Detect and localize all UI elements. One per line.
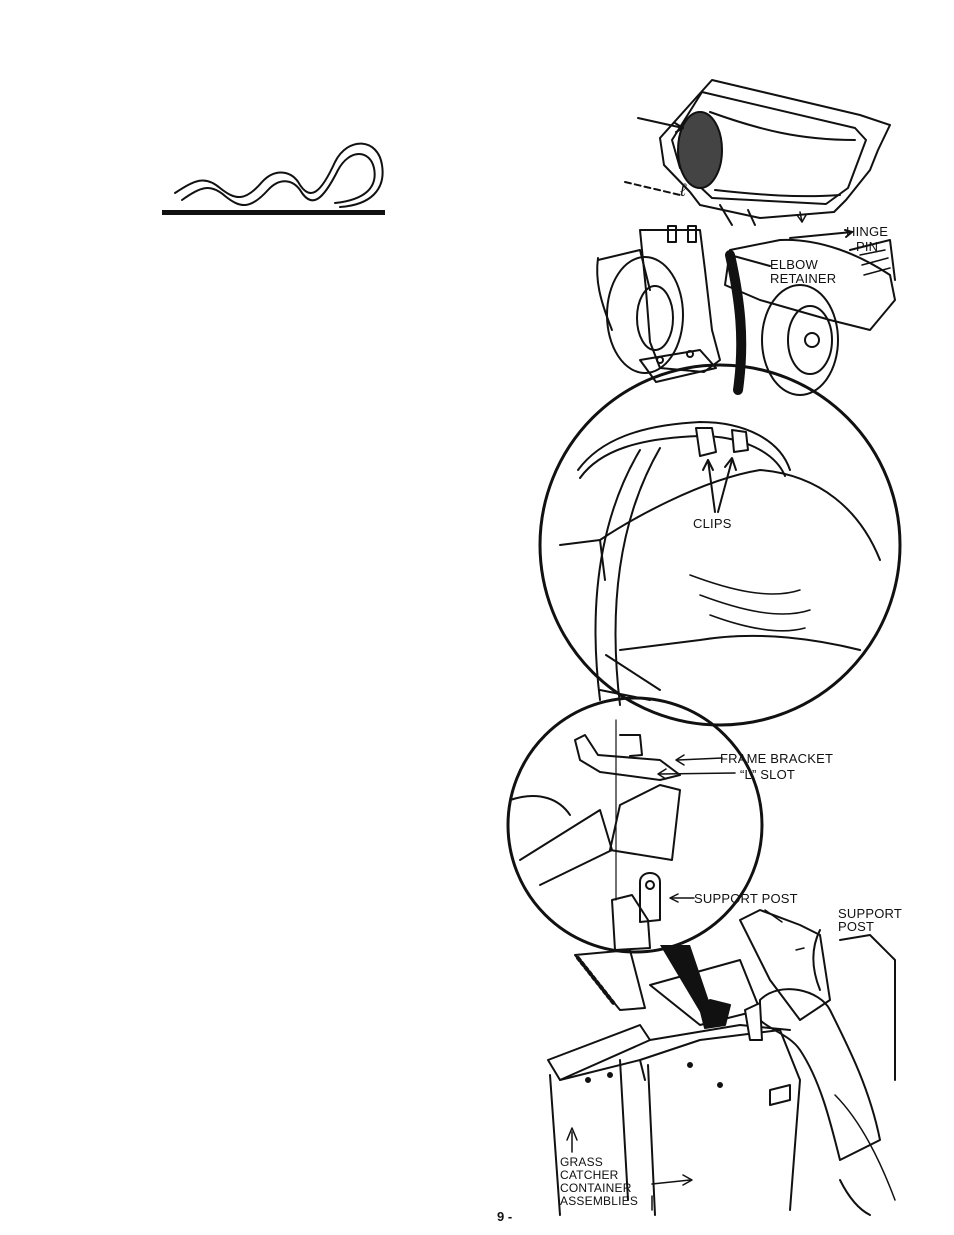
assemblies-label: ASSEMBLIES <box>560 1195 638 1208</box>
clips-label: CLIPS <box>693 517 732 530</box>
detail-pointer-wedge <box>660 945 712 1012</box>
frame-bracket-detail-illustration <box>508 698 762 952</box>
frame-bracket-label: FRAME BRACKET <box>720 752 833 765</box>
hairpin-cotter-pin-icon <box>162 144 385 215</box>
elbow-label: ELBOW <box>770 258 818 271</box>
clips-detail-illustration <box>540 365 900 725</box>
hinge-label: HINGE <box>846 225 888 238</box>
pin-label: PIN <box>856 240 878 253</box>
support-post-left-label: SUPPORT POST <box>694 892 798 905</box>
support-post-right-label-2: POST <box>838 920 874 933</box>
retainer-label: RETAINER <box>770 272 836 285</box>
svg-text:ℓ: ℓ <box>679 180 687 200</box>
l-slot-label: “L” SLOT <box>740 768 795 781</box>
page-number: 9 - <box>497 1209 512 1224</box>
